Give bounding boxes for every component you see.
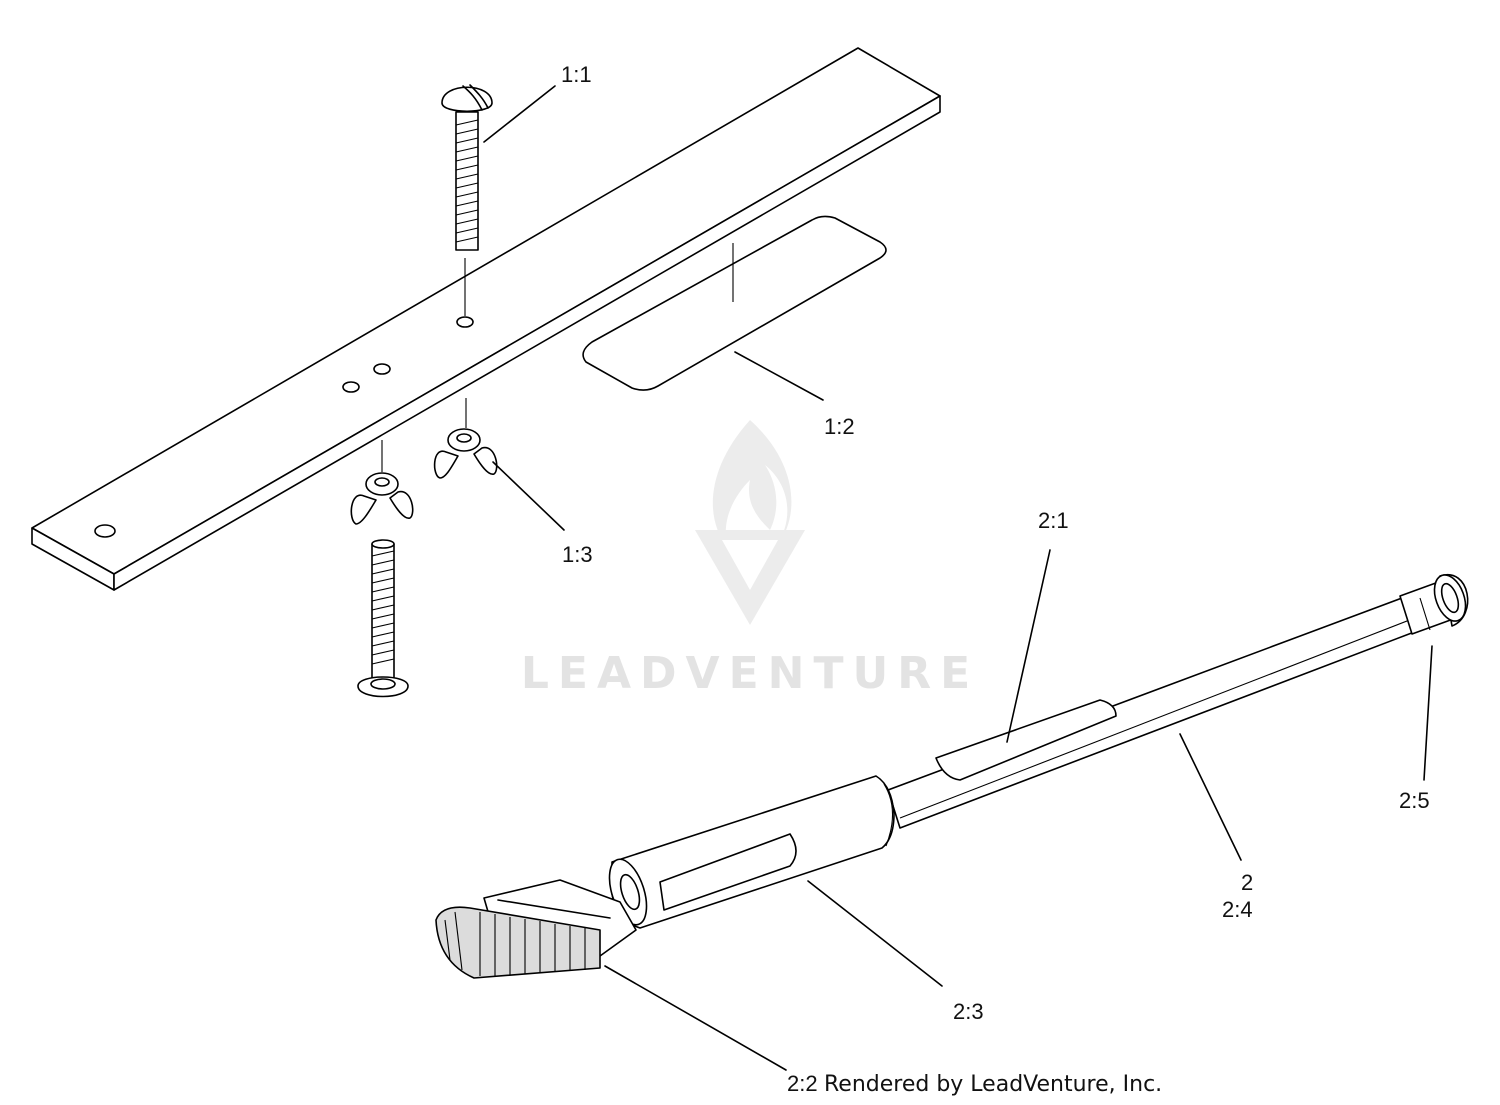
- top-screw: [441, 84, 493, 316]
- wing-nut-right: [433, 398, 498, 479]
- decal-label-part: [582, 215, 887, 391]
- brush-assembly: [435, 573, 1469, 979]
- callout-2-1: 2:1: [1038, 508, 1069, 533]
- callout-2: 2: [1241, 870, 1253, 895]
- bar-hole: [342, 381, 360, 393]
- flame-icon: [712, 420, 792, 548]
- callout-2-4: 2:4: [1222, 897, 1253, 922]
- credit-text: Rendered by LeadVenture, Inc.: [824, 1072, 1162, 1097]
- leader-1-3: [492, 461, 565, 531]
- watermark-text: LEADVENTURE: [521, 648, 979, 699]
- callout-2-3: 2:3: [953, 999, 984, 1024]
- leadventure-watermark: LEADVENTURE: [521, 420, 979, 699]
- leader-2-1: [1006, 549, 1051, 743]
- leader-1-2: [734, 351, 824, 401]
- leader-2-2: [604, 965, 787, 1071]
- leader-1-1: [483, 85, 556, 143]
- leader-2-5: [1423, 645, 1433, 781]
- callout-labels: 1:1 1:2 1:3 2:1 2:5 2 2:4 2:3 2:2 Render…: [561, 62, 1430, 1097]
- bar-hole: [373, 363, 391, 375]
- leader-lines: [483, 85, 1433, 1071]
- leader-2: [1179, 733, 1242, 861]
- bar-hole: [94, 524, 116, 538]
- leader-2-3: [807, 880, 943, 987]
- callout-2-5: 2:5: [1399, 788, 1430, 813]
- bar-hole: [456, 316, 474, 328]
- wing-nut-left: [350, 440, 414, 525]
- callout-1-2: 1:2: [824, 414, 855, 439]
- v-logo-icon: [695, 530, 805, 625]
- bottom-screw: [357, 539, 409, 698]
- callout-1-1: 1:1: [561, 62, 592, 87]
- callout-1-3: 1:3: [562, 542, 593, 567]
- bracket-bar: [31, 47, 941, 591]
- callout-2-2: 2:2: [787, 1071, 818, 1096]
